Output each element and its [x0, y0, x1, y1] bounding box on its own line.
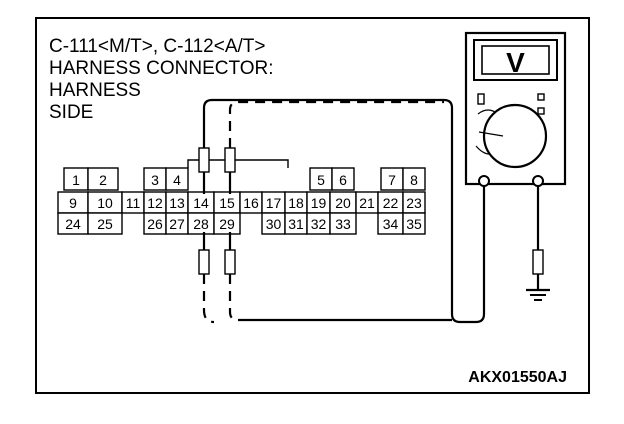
- pin-label: 2: [99, 172, 107, 188]
- pin-label: 10: [97, 195, 113, 211]
- pin-label: 29: [219, 216, 235, 232]
- pin-row1-cell: [87, 167, 119, 191]
- pin-label: 1: [72, 172, 80, 188]
- pin-label: 35: [406, 216, 422, 232]
- pin-row1-cell: [165, 167, 189, 191]
- probe-wires: [198, 98, 486, 324]
- pin-label: 4: [173, 172, 181, 188]
- pin-label: 5: [317, 172, 325, 188]
- pin-label: 32: [311, 216, 327, 232]
- pin-label: 20: [335, 195, 351, 211]
- pin-label: 16: [243, 195, 259, 211]
- pin-label: 18: [288, 195, 304, 211]
- voltmeter-icon: V: [464, 31, 567, 187]
- pin-label: 8: [410, 172, 418, 188]
- pin-row3-cell: [213, 212, 241, 235]
- meter-terminal-positive: [532, 175, 544, 187]
- pin-label: 9: [69, 195, 77, 211]
- ground-resistor-icon: [532, 249, 544, 275]
- pin-label: 34: [383, 216, 399, 232]
- pin-row3-cell: [402, 212, 426, 235]
- pin-label: 14: [193, 195, 209, 211]
- pin-label: 17: [266, 195, 282, 211]
- pin-row3-cell: [329, 212, 357, 235]
- pin-label: 24: [65, 216, 81, 232]
- ground-symbol-icon: [526, 288, 550, 301]
- pin-label: 19: [311, 195, 327, 211]
- pin-label: 26: [147, 216, 163, 232]
- meter-terminal-negative: [478, 175, 490, 187]
- pin-label: 28: [193, 216, 209, 232]
- pin-row3-cell: [87, 212, 123, 235]
- resistor-icon-3: [198, 249, 210, 275]
- pin-label: 27: [169, 216, 185, 232]
- pin-label: 6: [339, 172, 347, 188]
- meter-display-symbol: V: [506, 47, 525, 78]
- pin-label: 21: [359, 195, 375, 211]
- meter-dial: [482, 103, 548, 169]
- title-line-3: HARNESS: [49, 80, 141, 101]
- figure-code: AKX01550AJ: [468, 369, 567, 386]
- title-line-1: C-111<M/T>, C-112<A/T>: [49, 36, 265, 57]
- pin-row1-cell: [402, 167, 426, 191]
- ground-lead: [526, 186, 550, 301]
- title-line-4: SIDE: [49, 102, 93, 123]
- pin-label: 33: [335, 216, 351, 232]
- resistor-icon: [198, 147, 210, 173]
- title-line-2: HARNESS CONNECTOR:: [49, 58, 274, 79]
- diagram-frame: [35, 17, 590, 394]
- pin-label: 3: [151, 172, 159, 188]
- resistor-icon-2: [224, 147, 236, 173]
- pin-label: 31: [288, 216, 304, 232]
- pin-label: 30: [266, 216, 282, 232]
- pin-label: 15: [219, 195, 235, 211]
- pin-label: 23: [406, 195, 422, 211]
- pin-label: 13: [169, 195, 185, 211]
- resistor-icon-4: [224, 249, 236, 275]
- pin-label: 12: [147, 195, 163, 211]
- connector-key: [187, 159, 289, 168]
- pin-label: 7: [388, 172, 396, 188]
- pin-label: 25: [97, 216, 113, 232]
- pin-row1-cell: [331, 167, 355, 191]
- pin-label: 22: [383, 195, 399, 211]
- pin-label: 11: [126, 195, 141, 211]
